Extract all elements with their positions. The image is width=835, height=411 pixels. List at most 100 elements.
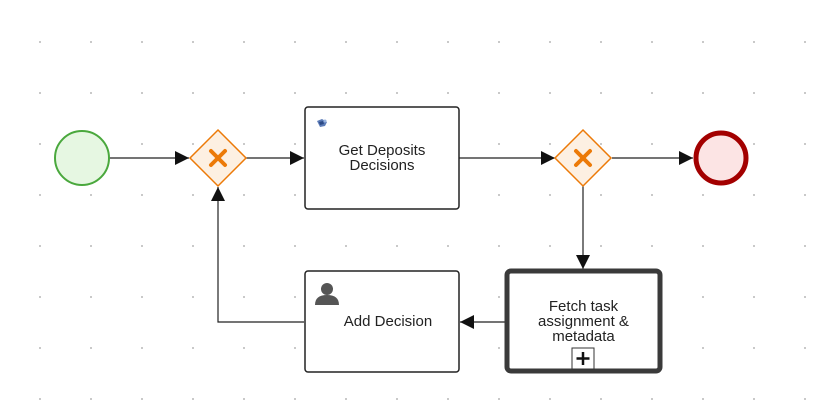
grid-dot xyxy=(753,41,755,43)
grid-dot xyxy=(192,92,194,94)
grid-dot xyxy=(192,347,194,349)
grid-dot xyxy=(141,245,143,247)
grid-dot xyxy=(192,41,194,43)
grid-dot xyxy=(39,347,41,349)
grid-dot xyxy=(651,92,653,94)
grid-dot xyxy=(294,143,296,145)
task-add-decision[interactable] xyxy=(304,270,460,373)
grid-dot xyxy=(396,41,398,43)
grid-dot xyxy=(243,398,245,400)
grid-dot xyxy=(243,143,245,145)
grid-dot xyxy=(345,245,347,247)
exclusive-gateway-2[interactable] xyxy=(553,128,613,188)
grid-dot xyxy=(90,398,92,400)
grid-dot xyxy=(294,296,296,298)
grid-dot xyxy=(90,347,92,349)
grid-dot xyxy=(498,296,500,298)
grid-dot xyxy=(294,245,296,247)
grid-dot xyxy=(549,92,551,94)
grid-dot xyxy=(396,245,398,247)
grid-dot xyxy=(39,92,41,94)
grid-dot xyxy=(753,296,755,298)
grid-dot xyxy=(192,296,194,298)
grid-dot xyxy=(702,245,704,247)
grid-dot xyxy=(600,41,602,43)
user-icon xyxy=(315,283,339,305)
grid-dot xyxy=(804,41,806,43)
subprocess-fetch-task[interactable] xyxy=(504,268,663,374)
grid-dot xyxy=(753,245,755,247)
grid-dot xyxy=(396,398,398,400)
grid-dot xyxy=(549,245,551,247)
grid-dot xyxy=(804,398,806,400)
grid-dot xyxy=(600,143,602,145)
x-icon xyxy=(209,149,227,167)
grid-dot xyxy=(600,245,602,247)
grid-dot xyxy=(702,398,704,400)
grid-dot xyxy=(447,245,449,247)
grid-dot xyxy=(141,41,143,43)
grid-dot xyxy=(345,92,347,94)
grid-dot xyxy=(498,194,500,196)
grid-dot xyxy=(702,347,704,349)
grid-dot xyxy=(192,143,194,145)
grid-dot xyxy=(141,398,143,400)
grid-dot xyxy=(651,398,653,400)
task-get-deposits-decisions[interactable] xyxy=(304,106,460,210)
grid-dot xyxy=(447,92,449,94)
grid-dot xyxy=(600,92,602,94)
grid-dot xyxy=(396,92,398,94)
grid-dot xyxy=(702,296,704,298)
end-event[interactable] xyxy=(693,130,749,186)
grid-dot xyxy=(498,92,500,94)
x-icon xyxy=(574,149,592,167)
grid-dot xyxy=(90,296,92,298)
grid-dot xyxy=(600,398,602,400)
grid-dot xyxy=(345,41,347,43)
grid-dot xyxy=(702,194,704,196)
grid-dot xyxy=(243,245,245,247)
grid-dot xyxy=(753,92,755,94)
grid-dot xyxy=(549,398,551,400)
sequence-flows xyxy=(109,151,693,329)
grid-dot xyxy=(498,398,500,400)
grid-dot xyxy=(753,194,755,196)
grid-dot xyxy=(498,41,500,43)
grid-dot xyxy=(447,398,449,400)
grid-dot xyxy=(141,143,143,145)
grid-dot xyxy=(651,41,653,43)
grid-dot xyxy=(90,245,92,247)
grid-dot xyxy=(549,143,551,145)
grid-dot xyxy=(39,41,41,43)
grid-dot xyxy=(90,194,92,196)
grid-dot xyxy=(804,194,806,196)
grid-dot xyxy=(90,92,92,94)
grid-dot xyxy=(600,194,602,196)
grid-dot xyxy=(294,41,296,43)
grid-dot xyxy=(294,194,296,196)
start-event[interactable] xyxy=(54,130,110,186)
grid-dot xyxy=(294,347,296,349)
grid-dot xyxy=(243,41,245,43)
grid-dot xyxy=(498,143,500,145)
grid-dot xyxy=(243,194,245,196)
grid-dot xyxy=(753,398,755,400)
flow-add-decision-to-gateway1[interactable] xyxy=(211,187,304,323)
grid-dot xyxy=(192,194,194,196)
grid-dot xyxy=(294,92,296,94)
grid-dot xyxy=(651,194,653,196)
grid-dot xyxy=(39,296,41,298)
exclusive-gateway-1[interactable] xyxy=(188,128,248,188)
subprocess-plus-icon[interactable] xyxy=(571,347,595,370)
grid-dot xyxy=(141,296,143,298)
grid-dot xyxy=(702,92,704,94)
grid-dot xyxy=(39,398,41,400)
grid-dot xyxy=(498,245,500,247)
grid-dot xyxy=(243,296,245,298)
grid-dot xyxy=(345,398,347,400)
grid-dot xyxy=(447,41,449,43)
grid-dot xyxy=(651,245,653,247)
business-rule-icon xyxy=(317,119,327,127)
grid-dot xyxy=(804,347,806,349)
